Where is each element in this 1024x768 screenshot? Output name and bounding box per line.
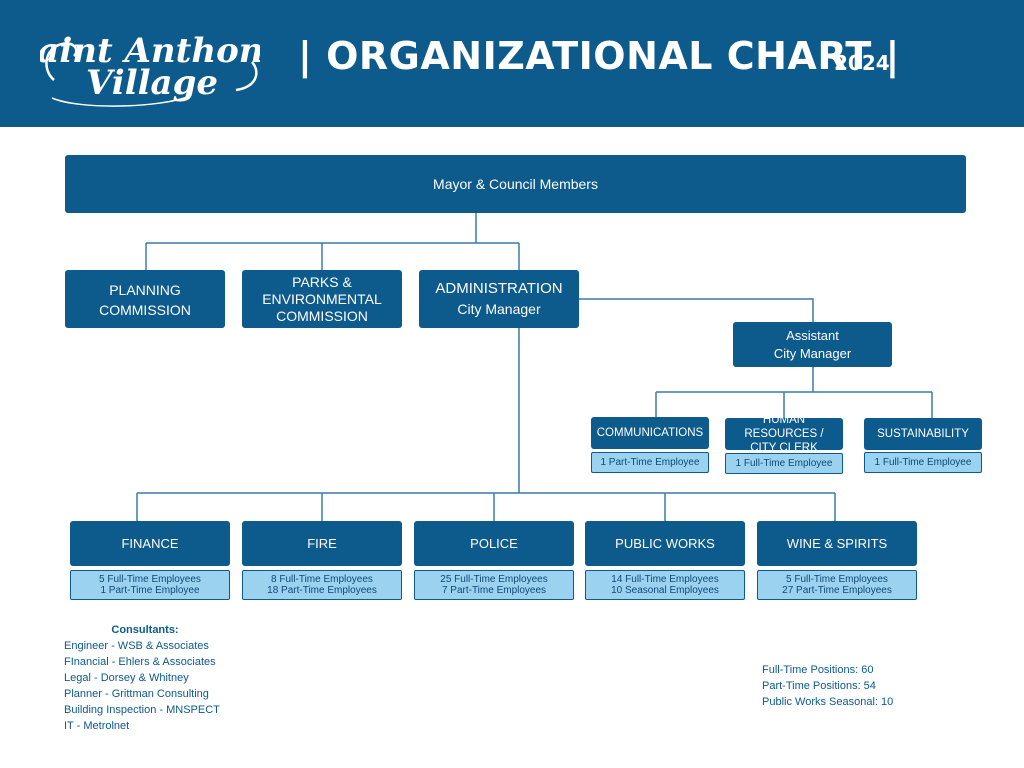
consultant-item: Legal - Dorsey & Whitney	[64, 672, 189, 684]
parks-label-line3: COMMISSION	[276, 307, 368, 324]
public-works-box: PUBLIC WORKS	[585, 521, 745, 566]
consultant-item: Engineer - WSB & Associates	[64, 640, 209, 652]
seasonal-total: Public Works Seasonal: 10	[762, 696, 894, 708]
saint-anthony-village-logo: Saint Anthony Village	[40, 31, 260, 107]
consultant-item: Building Inspection - MNSPECT	[64, 704, 220, 716]
mayor-council-label: Mayor & Council Members	[433, 175, 598, 192]
parks-commission-box: PARKS & ENVIRONMENTAL COMMISSION	[242, 270, 402, 328]
parks-label-line2: ENVIRONMENTAL	[262, 290, 382, 307]
fire-staff-line2: 18 Part-Time Employees	[267, 585, 377, 596]
communications-staff-line1: 1 Part-Time Employee	[600, 457, 700, 468]
administration-title: ADMINISTRATION	[435, 280, 563, 297]
communications-label: COMMUNICATIONS	[596, 427, 704, 439]
finance-label: FINANCE	[121, 536, 179, 551]
wine-spirits-box: WINE & SPIRITS	[757, 521, 917, 566]
human-resources-staff: 1 Full-Time Employee	[725, 453, 843, 474]
planning-label-line2: COMMISSION	[99, 301, 191, 318]
wine-spirits-label: WINE & SPIRITS	[786, 536, 888, 551]
police-staff: 25 Full-Time Employees 7 Part-Time Emplo…	[414, 570, 574, 600]
wine-spirits-staff: 5 Full-Time Employees 27 Part-Time Emplo…	[757, 570, 917, 600]
consultants-title: Consultants:	[111, 624, 179, 636]
assistant-city-manager-box: Assistant City Manager	[733, 322, 892, 367]
sustainability-label: SUSTAINABILITY	[877, 428, 969, 440]
wine-spirits-staff-line2: 27 Part-Time Employees	[782, 585, 892, 596]
police-box: POLICE	[414, 521, 574, 566]
communications-staff: 1 Part-Time Employee	[591, 452, 709, 473]
fire-label: FIRE	[307, 536, 337, 551]
consultant-item: Planner - Grittman Consulting	[64, 688, 209, 700]
administration-subtitle: City Manager	[457, 301, 541, 317]
administration-box: ADMINISTRATION City Manager	[419, 270, 579, 328]
finance-box: FINANCE	[70, 521, 230, 566]
finance-staff: 5 Full-Time Employees 1 Part-Time Employ…	[70, 570, 230, 600]
human-resources-label-line2: CITY CLERK	[750, 442, 818, 454]
finance-staff-line1: 5 Full-Time Employees	[99, 574, 201, 585]
assistant-label-line1: Assistant	[786, 327, 839, 343]
fire-staff-line1: 8 Full-Time Employees	[271, 574, 373, 585]
fire-box: FIRE	[242, 521, 402, 566]
sustainability-staff-line1: 1 Full-Time Employee	[874, 457, 972, 468]
finance-staff-line2: 1 Part-Time Employee	[100, 585, 200, 596]
wine-spirits-staff-line1: 5 Full-Time Employees	[786, 574, 888, 585]
svg-text:Village: Village	[86, 63, 218, 103]
consultant-item: IT - Metrolnet	[64, 720, 130, 732]
consultant-item: FInancial - Ehlers & Associates	[64, 656, 216, 668]
consultants-list: Consultants: Engineer - WSB & Associates…	[64, 622, 226, 734]
svg-text:Saint Anthony: Saint Anthony	[40, 31, 260, 71]
public-works-staff: 14 Full-Time Employees 10 Seasonal Emplo…	[585, 570, 745, 600]
human-resources-box: HUMAN RESOURCES / CITY CLERK	[725, 414, 843, 454]
header-banner: Saint Anthony Village | ORGANIZATIONAL C…	[0, 0, 1024, 127]
human-resources-label-line1: HUMAN RESOURCES /	[744, 414, 824, 440]
police-label: POLICE	[470, 536, 518, 551]
mayor-council-box: Mayor & Council Members	[65, 155, 966, 213]
page-title: | ORGANIZATIONAL CHART |	[298, 34, 900, 78]
part-time-total: Part-Time Positions: 54	[762, 680, 876, 692]
fire-staff: 8 Full-Time Employees 18 Part-Time Emplo…	[242, 570, 402, 600]
position-totals: Full-Time Positions: 60 Part-Time Positi…	[762, 662, 893, 710]
sustainability-box: SUSTAINABILITY	[864, 418, 982, 450]
sustainability-staff: 1 Full-Time Employee	[864, 452, 982, 473]
parks-label-line1: PARKS &	[292, 273, 352, 290]
police-staff-line2: 7 Part-Time Employees	[441, 585, 547, 596]
communications-box: COMMUNICATIONS	[591, 417, 709, 449]
public-works-staff-line1: 14 Full-Time Employees	[611, 574, 719, 585]
human-resources-staff-line1: 1 Full-Time Employee	[735, 458, 833, 469]
full-time-total: Full-Time Positions: 60	[762, 664, 874, 676]
planning-label-line1: PLANNING	[109, 281, 181, 298]
police-staff-line1: 25 Full-Time Employees	[440, 574, 548, 585]
planning-commission-box: PLANNING COMMISSION	[65, 270, 225, 328]
public-works-label: PUBLIC WORKS	[615, 536, 715, 551]
assistant-label-line2: City Manager	[773, 345, 852, 361]
page-year: 2024	[834, 51, 890, 75]
public-works-staff-line2: 10 Seasonal Employees	[611, 585, 719, 596]
